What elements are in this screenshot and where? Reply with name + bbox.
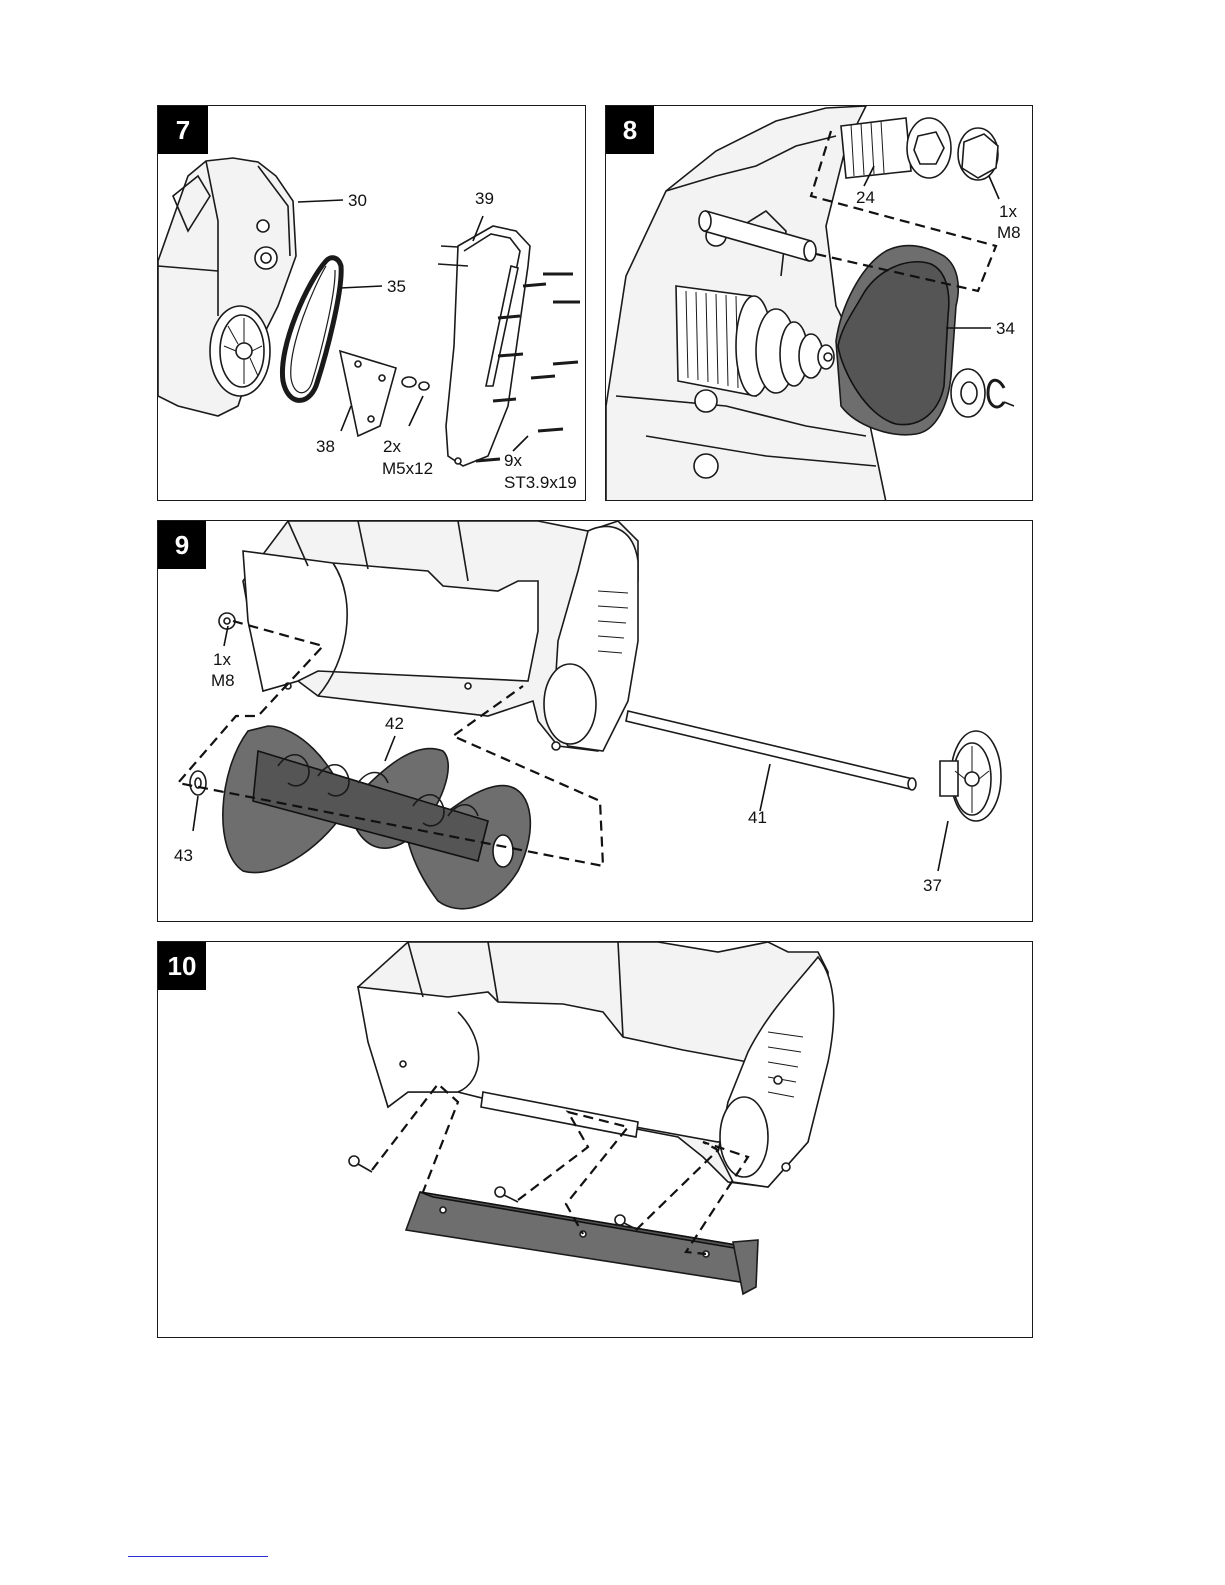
callout-quantity-1x: 1x: [213, 650, 231, 669]
callout-39: 39: [475, 189, 494, 208]
callout-quantity-2x: 2x: [383, 437, 401, 456]
step-8-panel: 8: [605, 105, 1033, 501]
step-7-illustration: 30 35 39 38 2x M5x12 9x ST3.9x19: [158, 106, 586, 501]
callout-m8: M8: [997, 223, 1021, 242]
callout-37: 37: [923, 876, 942, 895]
callout-st3-9x19: ST3.9x19: [504, 473, 577, 492]
callout-30: 30: [348, 191, 367, 210]
step-10-illustration: [158, 942, 1033, 1338]
callout-41: 41: [748, 808, 767, 827]
hex-nut: [219, 613, 235, 629]
drive-pulley: [210, 306, 270, 396]
step-9-illustration: 1x M8 42 43 41 37: [158, 521, 1033, 922]
callout-42: 42: [385, 714, 404, 733]
callout-quantity-9x: 9x: [504, 451, 522, 470]
callout-quantity-1x: 1x: [999, 202, 1017, 221]
footer-rule: [128, 1556, 268, 1557]
auger: [223, 726, 530, 909]
step-7-panel: 7: [157, 105, 586, 501]
callout-24: 24: [856, 188, 875, 207]
drive-belt-34: [836, 246, 958, 435]
callout-43: 43: [174, 846, 193, 865]
mounting-plate: [340, 351, 429, 436]
callout-m5x12: M5x12: [382, 459, 433, 478]
washer-and-clip: [951, 369, 1014, 417]
auger-shaft: [626, 711, 916, 790]
auger-housing: [358, 942, 834, 1187]
callout-35: 35: [387, 277, 406, 296]
auger-pulley: [940, 731, 1001, 821]
step-8-illustration: 24 1x M8 34: [606, 106, 1033, 501]
callout-34: 34: [996, 319, 1015, 338]
scraper-bar: [406, 1192, 758, 1294]
step-10-panel: 10: [157, 941, 1033, 1338]
belt-cover: [438, 226, 530, 466]
washer: [190, 771, 206, 795]
callout-m8: M8: [211, 671, 235, 690]
step-9-panel: 9: [157, 520, 1033, 922]
drive-belt: [282, 258, 341, 401]
auger-housing: [243, 521, 638, 751]
callout-38: 38: [316, 437, 335, 456]
gear-and-nut: [841, 118, 998, 180]
